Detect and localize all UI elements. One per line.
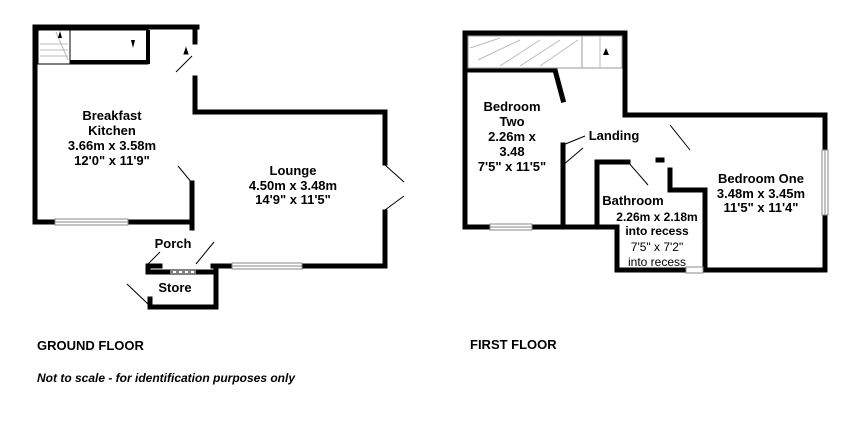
svg-text:2.26m x 2.18m: 2.26m x 2.18m [616,210,697,224]
lounge-patio-doors [384,164,405,211]
first-floor-walls [462,30,828,273]
svg-text:Lounge: Lounge [270,163,317,178]
breakfast-kitchen-label: Breakfast Kitchen 3.66m x 3.58m 12'0" x … [68,108,156,168]
porch-label: Porch [155,236,192,251]
svg-text:3.48m x 3.45m: 3.48m x 3.45m [717,186,805,201]
svg-text:Kitchen: Kitchen [88,123,136,138]
svg-text:Breakfast: Breakfast [82,108,142,123]
svg-text:Bedroom One: Bedroom One [718,171,804,186]
first-floor-doors [562,124,691,191]
svg-text:Bedroom: Bedroom [483,99,540,114]
first-floor-windows [489,149,829,274]
ground-floor-stairs [37,29,150,65]
svg-text:into recess: into recess [628,255,686,269]
bedroom-one-label: Bedroom One 3.48m x 3.45m 11'5" x 11'4" [717,171,805,215]
svg-text:14'9" x 11'5": 14'9" x 11'5" [255,192,331,207]
svg-text:Bathroom: Bathroom [602,193,663,208]
svg-text:7'5" x 11'5": 7'5" x 11'5" [478,159,546,174]
lounge-window [231,262,303,270]
store-label: Store [158,280,191,295]
svg-text:3.66m x 3.58m: 3.66m x 3.58m [68,138,156,153]
first-floor-plan: Bedroom Two 2.26m x 3.48 7'5" x 11'5" La… [462,30,829,274]
breakfast-kitchen-walls [32,24,200,231]
svg-text:into recess: into recess [625,224,689,238]
lounge-walls [145,109,388,269]
disclaimer-text: Not to scale - for identification purpos… [37,371,296,385]
kitchen-window [54,218,129,226]
svg-text:4.50m x 3.48m: 4.50m x 3.48m [249,178,337,193]
kitchen-doors [175,46,193,184]
svg-text:2.26m x: 2.26m x [488,129,536,144]
ground-floor-plan: Breakfast Kitchen 3.66m x 3.58m 12'0" x … [32,24,405,310]
landing-label: Landing [589,128,640,143]
svg-text:3.48: 3.48 [499,144,524,159]
svg-text:12'0" x 11'9": 12'0" x 11'9" [74,153,150,168]
svg-text:11'5" x 11'4": 11'5" x 11'4" [724,200,799,215]
first-floor-stairs [467,35,623,69]
bathroom-label: Bathroom 2.26m x 2.18m into recess 7'5" … [602,193,697,269]
lounge-label: Lounge 4.50m x 3.48m 14'9" x 11'5" [249,163,337,207]
porch-doors [126,241,215,305]
svg-text:7'5" x 7'2": 7'5" x 7'2" [631,240,683,254]
first-floor-title: FIRST FLOOR [470,337,557,352]
bedroom-two-label: Bedroom Two 2.26m x 3.48 7'5" x 11'5" [478,99,546,174]
ground-floor-title: GROUND FLOOR [37,338,144,353]
svg-text:Two: Two [499,114,524,129]
